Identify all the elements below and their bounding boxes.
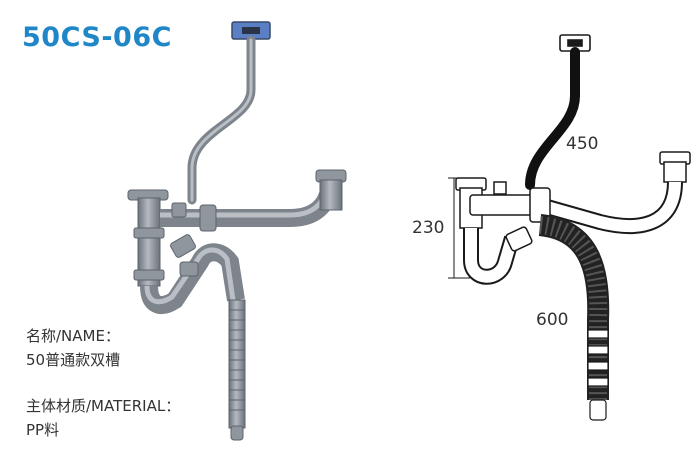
- height-dimension-line: [448, 177, 470, 279]
- overflow-hose-line: [525, 47, 580, 190]
- overflow-plate-icon: [231, 21, 271, 40]
- material-value: PP料: [26, 421, 60, 439]
- name-label: 名称/NAME：: [26, 327, 120, 345]
- drain-hose: [228, 299, 246, 441]
- model-code: 50CS-06C: [22, 22, 172, 53]
- material-label: 主体材质/MATERIAL：: [26, 397, 181, 415]
- name-value: 50普通款双槽: [26, 351, 121, 369]
- overflow-hose-dimension: 450: [566, 134, 599, 154]
- right-basket-outlet: [315, 169, 347, 211]
- height-dimension: 230: [412, 218, 445, 238]
- drain-hose-dimension: 600: [536, 310, 569, 330]
- drain-hose-line: [538, 214, 610, 400]
